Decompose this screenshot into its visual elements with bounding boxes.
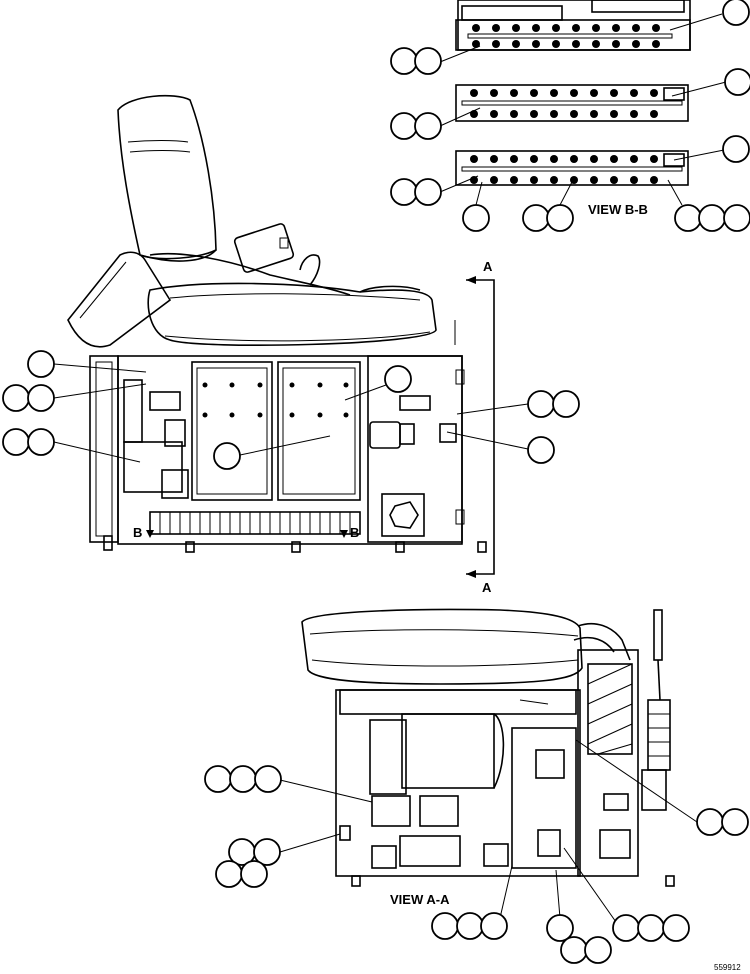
view-aa-cabinet — [335, 609, 675, 887]
callout-bubbles-aa — [204, 765, 749, 964]
section-mark-a-bottom: A — [482, 580, 492, 595]
view-aa-leaders — [279, 739, 698, 923]
seat-backrest — [117, 94, 217, 262]
seat-armrest-left — [67, 251, 172, 348]
view-bb-leaders — [439, 13, 727, 206]
view-bb-label: VIEW B-B — [588, 202, 648, 217]
side-cabinet — [89, 355, 487, 553]
view-aa-label: VIEW A-A — [390, 892, 450, 907]
figure-id: 559912 — [714, 963, 741, 972]
section-mark-b-left: B — [133, 525, 142, 540]
view-aa-seat — [301, 608, 631, 685]
seat-cushion — [147, 282, 456, 347]
side-view-leaders — [53, 363, 529, 463]
section-line-aa: A A — [466, 259, 495, 595]
callout-bubbles-bb — [390, 0, 750, 232]
section-marks-bb: B B — [133, 525, 359, 540]
section-mark-b-right: B — [350, 525, 359, 540]
view-bb-strips — [455, 0, 691, 186]
section-mark-a-top: A — [483, 259, 493, 274]
callout-bubbles-side — [2, 350, 580, 470]
